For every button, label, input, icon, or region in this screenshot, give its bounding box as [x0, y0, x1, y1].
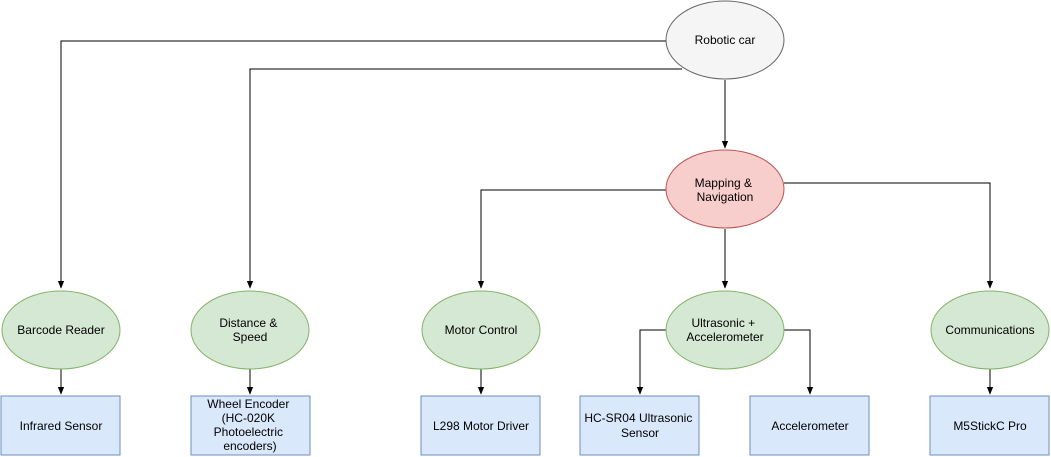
node-label: Speed	[233, 330, 268, 344]
edge-ultrasonic-to-hcsr04	[636, 329, 676, 395]
svg-text:Mapping & Navigation: Mapping & Navigation	[695, 176, 756, 204]
node-label: (HC-020K	[222, 411, 275, 425]
node-label: Ultrasonic +	[691, 316, 755, 330]
node-m5stickc-pro: M5StickC Pro	[929, 395, 1050, 456]
edge-mapping-to-communications	[784, 182, 994, 289]
node-label: L298 Motor Driver	[433, 419, 529, 433]
node-infrared-sensor: Infrared Sensor	[0, 395, 121, 456]
node-shape	[420, 395, 541, 456]
node-label: encoders)	[223, 439, 276, 453]
node-label: Mapping &	[695, 176, 752, 190]
node-shape	[579, 395, 700, 456]
node-shape	[930, 290, 1050, 370]
node-ultrasonic-accelerometer: Ultrasonic + Accelerometer	[665, 290, 785, 370]
node-label: Navigation	[697, 190, 754, 204]
node-label: Accelerometer	[771, 419, 848, 433]
node-label: Distance &	[219, 316, 277, 330]
node-robotic-car: Robotic car	[665, 0, 785, 80]
edge-robotic-car-to-distance-speed	[246, 68, 682, 289]
node-mapping-navigation: Mapping & Navigation	[665, 149, 785, 229]
edge-robotic-car-to-barcode-reader	[57, 40, 666, 289]
svg-text:Infrared Sensor: Infrared Sensor	[20, 419, 103, 433]
node-label: Accelerometer	[686, 330, 763, 344]
edges	[57, 40, 994, 395]
svg-text:Wheel Encoder (HC-020K: Wheel Encoder (HC-020K Photoelectric enc…	[207, 397, 292, 453]
svg-text:Accelerometer: Accelerometer	[771, 419, 848, 433]
svg-text:Robotic car: Robotic car	[695, 33, 756, 47]
node-shape	[190, 290, 310, 370]
node-distance-speed: Distance & Speed	[190, 290, 310, 370]
node-motor-control: Motor Control	[421, 290, 541, 370]
svg-text:Ultrasonic + Acceleromet: Ultrasonic + Accelerometer	[686, 316, 763, 344]
node-label: M5StickC Pro	[953, 419, 1027, 433]
node-shape	[665, 149, 785, 229]
svg-text:HC-SR04 Ultrasonic Senso: HC-SR04 Ultrasonic Sensor	[584, 411, 695, 440]
node-communications: Communications	[930, 290, 1050, 370]
node-shape	[749, 395, 870, 456]
node-shape	[665, 0, 785, 80]
svg-text:Distance & Speed: Distance & Speed	[219, 316, 280, 344]
node-shape	[190, 395, 311, 456]
node-label: Motor Control	[445, 323, 518, 337]
svg-text:Barcode Reader: Barcode Reader	[17, 323, 104, 337]
svg-text:Communications: Communications	[945, 323, 1034, 337]
node-shape	[421, 290, 541, 370]
node-accelerometer: Accelerometer	[749, 395, 870, 456]
node-hcsr04-ultrasonic-sensor: HC-SR04 Ultrasonic Sensor	[579, 395, 700, 456]
node-shape	[929, 395, 1050, 456]
svg-text:M5StickC Pro: M5StickC Pro	[953, 419, 1027, 433]
node-shape	[0, 395, 121, 456]
node-shape	[1, 290, 121, 370]
node-label: Photoelectric	[214, 425, 283, 439]
node-wheel-encoder: Wheel Encoder (HC-020K Photoelectric enc…	[190, 395, 311, 456]
edge-ultrasonic-to-accelerometer	[774, 329, 814, 395]
node-label: Wheel Encoder	[207, 397, 289, 411]
svg-text:Motor Control: Motor Control	[445, 323, 518, 337]
node-l298-motor-driver: L298 Motor Driver	[420, 395, 541, 456]
node-label: Communications	[945, 323, 1034, 337]
node-label: HC-SR04 Ultrasonic	[584, 411, 692, 425]
node-label: Infrared Sensor	[20, 419, 103, 433]
edge-mapping-to-motor-control	[477, 189, 666, 289]
node-shape	[665, 290, 785, 370]
node-label: Sensor	[621, 426, 659, 440]
node-barcode-reader: Barcode Reader	[1, 290, 121, 370]
svg-text:L298 Motor Driver: L298 Motor Driver	[433, 419, 529, 433]
node-label: Barcode Reader	[17, 323, 104, 337]
node-label: Robotic car	[695, 33, 756, 47]
